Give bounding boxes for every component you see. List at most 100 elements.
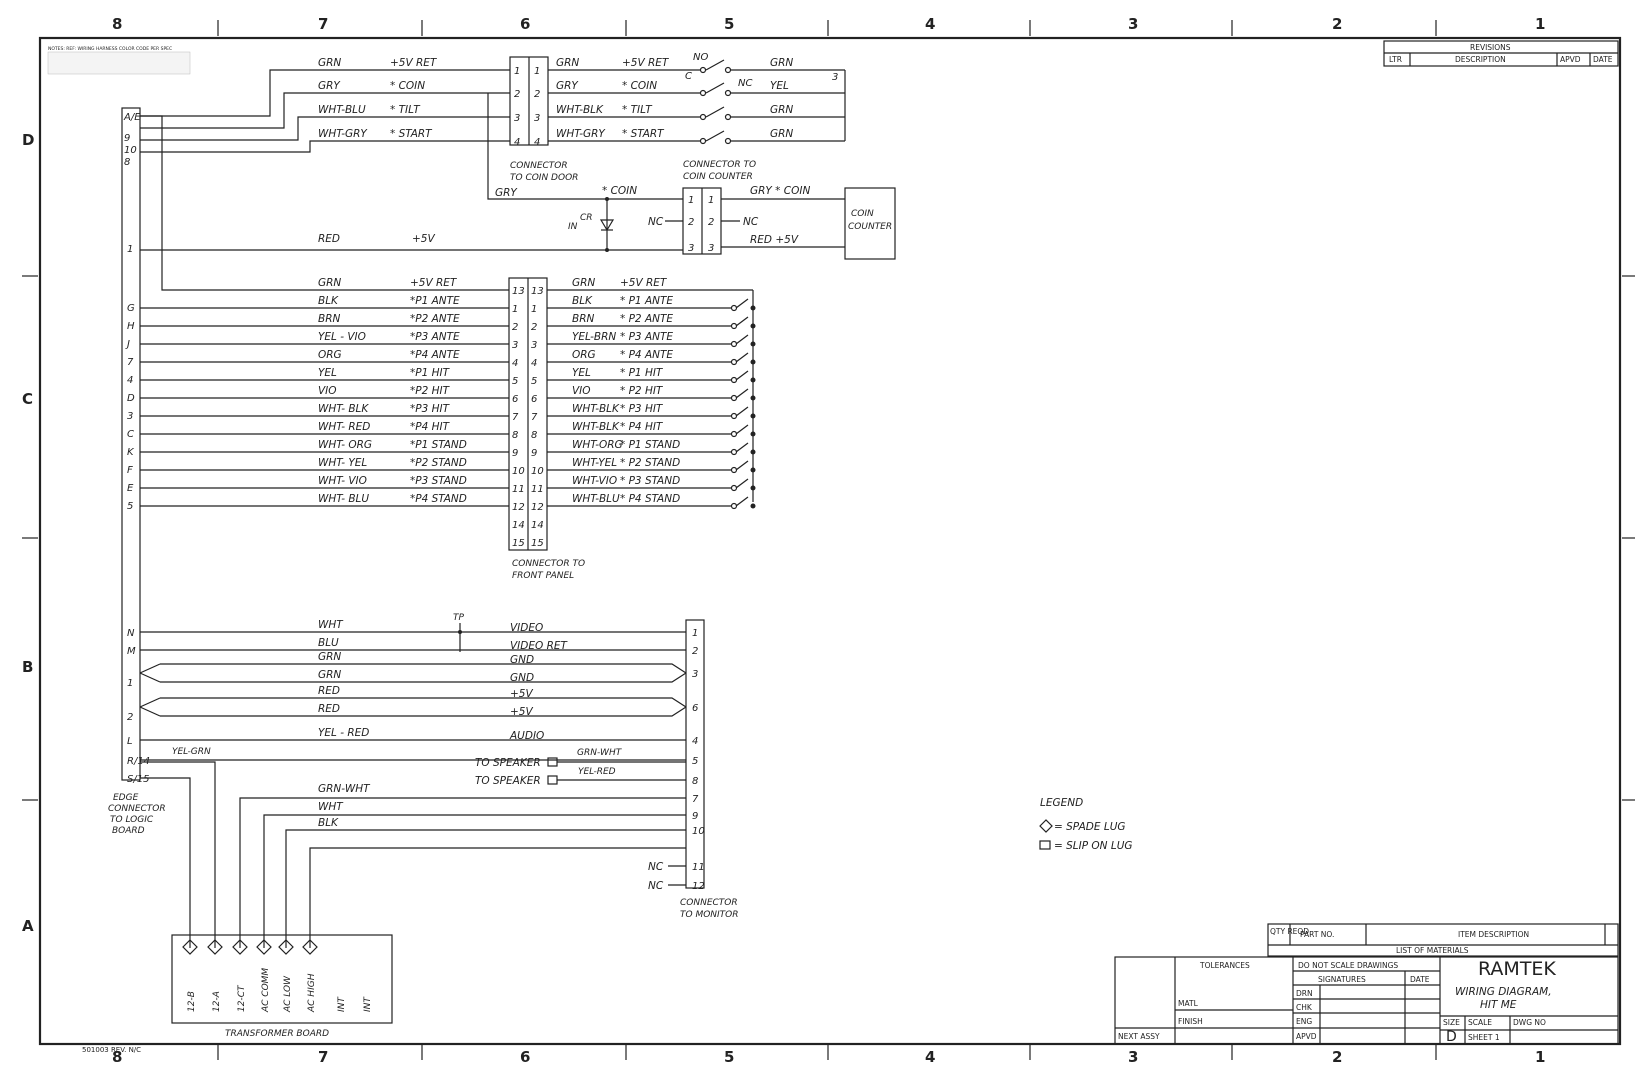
coin-counter-caption-2: COIN COUNTER (683, 172, 753, 182)
tb-qty: QTY REQD (1270, 927, 1309, 936)
edge-pin-label: 2 (127, 712, 133, 723)
coin-counter-nc-left: NC (648, 216, 664, 228)
tb-part-no: PART NO. (1300, 930, 1334, 939)
switch-nc-label: NC (738, 78, 752, 89)
front-panel-left-signal: *P2 HIT (410, 385, 451, 397)
front-panel-right-color: BRN (572, 313, 594, 325)
transformer-terminal-label: AC COMM (261, 968, 271, 1013)
front-panel-pin-right: 7 (531, 412, 538, 423)
notes-block: NOTES: REF: WIRING HARNESS COLOR CODE PE… (47, 46, 191, 75)
coin-counter-pin-left: 3 (688, 243, 694, 254)
speaker-lug-2 (547, 775, 558, 785)
front-panel-left-color: WHT- VIO (318, 475, 367, 487)
zone-col-bottom-5: 5 (724, 1048, 734, 1066)
monitor-wire-signal: +5V (510, 706, 533, 718)
front-panel-spare-left: 14 (512, 520, 525, 531)
edge-pin-label: A/E (123, 112, 141, 123)
spade-lug-icon (207, 939, 223, 955)
monitor-wire-color: RED (318, 685, 340, 697)
transformer-terminal-label: AC HIGH (307, 973, 317, 1013)
front-panel-right-color: GRN (572, 277, 595, 289)
front-panel-right-color: YEL-BRN (572, 331, 616, 343)
front-panel-right-signal: * P2 ANTE (620, 313, 673, 325)
xfmr-blk: BLK (318, 817, 339, 829)
tb-drn: DRN (1296, 989, 1313, 998)
transformer-terminal-label: 12-A (212, 991, 222, 1012)
front-panel-left-signal: *P3 HIT (410, 403, 451, 415)
transformer-board-body (171, 934, 393, 1024)
monitor-wire-color: WHT (318, 619, 344, 631)
front-panel-pin-right: 9 (531, 448, 537, 459)
front-panel-pin-right: 11 (531, 484, 544, 495)
front-panel-right-color: WHT-VIO (572, 475, 617, 487)
monitor-pin: 1 (692, 628, 698, 639)
coin-counter-right-red: RED +5V (750, 234, 799, 246)
front-panel-right-color: BLK (572, 295, 593, 307)
coin-door-switch-color: GRN (770, 128, 793, 140)
spade-lug-icon (278, 939, 294, 955)
monitor-caption-1: CONNECTOR (680, 898, 738, 908)
front-panel-pin-left: 1 (512, 304, 518, 315)
monitor-pin: 6 (692, 703, 698, 714)
front-panel-left-color: YEL - VIO (318, 331, 366, 343)
transformer-terminal-label: AC LOW (283, 975, 293, 1013)
edge-pin-label: E (127, 483, 134, 494)
tb-finish: FINISH (1178, 1017, 1203, 1026)
coin-door-pin-left: 1 (514, 66, 520, 77)
coin-counter-coin: * COIN (602, 185, 637, 197)
front-panel-left-signal: *P1 ANTE (410, 295, 460, 307)
coin-door-left-color: WHT-BLU (318, 104, 366, 116)
front-panel-pin-left: 2 (512, 322, 518, 333)
edge-pin-label: 5 (127, 501, 133, 512)
front-panel-right-signal: +5V RET (620, 277, 668, 289)
front-panel-pin-left: 5 (512, 376, 518, 387)
monitor-connector-body (685, 619, 705, 889)
zone-col-7: 7 (318, 15, 328, 33)
transformer-terminal-label: INT (363, 996, 373, 1012)
footer-rev: 501003 REV. N/C (82, 1046, 141, 1054)
front-panel-caption-1: CONNECTOR TO (512, 559, 585, 569)
tb-chk: CHK (1296, 1003, 1313, 1012)
drawing-frame (38, 36, 1622, 1046)
edge-pin-label: 3 (127, 411, 133, 422)
coin-counter-pin-left: 1 (688, 195, 694, 206)
edge-pin-label: J (125, 339, 130, 350)
monitor-wire-signal: VIDEO (510, 622, 543, 634)
tb-eng: ENG (1296, 1017, 1312, 1026)
coin-door-pin-right: 4 (534, 137, 540, 148)
coin-door-pin-right: 3 (534, 113, 540, 124)
front-panel-right-color: WHT-BLK (572, 403, 620, 415)
front-panel-right-signal: * P3 STAND (620, 475, 680, 487)
front-panel-pin-right: 1 (531, 304, 537, 315)
front-panel-left-color: WHT- RED (318, 421, 370, 433)
transformer-caption: TRANSFORMER BOARD (225, 1029, 329, 1039)
front-panel-right-color: ORG (572, 349, 596, 361)
front-panel-right-color: WHT-ORG (572, 439, 623, 451)
tb-tolerances: TOLERANCES (1199, 961, 1250, 970)
front-panel-pin-left: 3 (512, 340, 518, 351)
coin-counter-right-gry: GRY * COIN (750, 185, 810, 197)
transformer-terminal-label: INT (337, 996, 347, 1012)
monitor-pin: 3 (692, 669, 698, 680)
monitor-wire-color: BLU (318, 637, 339, 649)
zone-col-4: 4 (925, 15, 935, 33)
zone-col-bottom-8: 8 (112, 1048, 122, 1066)
tb-company: RAMTEK (1478, 958, 1556, 980)
coin-door-left-signal: +5V RET (390, 57, 438, 69)
front-panel-right-signal: * P4 ANTE (620, 349, 673, 361)
edge-pin-label: C (127, 429, 134, 440)
coin-counter-gry: GRY (495, 187, 518, 199)
front-panel-pin-left: 6 (512, 394, 518, 405)
tb-item-desc: ITEM DESCRIPTION (1458, 930, 1529, 939)
zone-col-3: 3 (1128, 15, 1138, 33)
monitor-wire-signal: GND (510, 672, 534, 684)
zone-row-B: B (22, 658, 33, 676)
edge-connector-caption-4: BOARD (112, 826, 145, 836)
front-panel-left-color: BRN (318, 313, 340, 325)
coin-door-switch-color: YEL (770, 80, 789, 92)
front-panel-right-color: WHT-YEL (572, 457, 617, 469)
front-panel-right-color: YEL (572, 367, 591, 379)
monitor-pin: 11 (692, 862, 705, 873)
